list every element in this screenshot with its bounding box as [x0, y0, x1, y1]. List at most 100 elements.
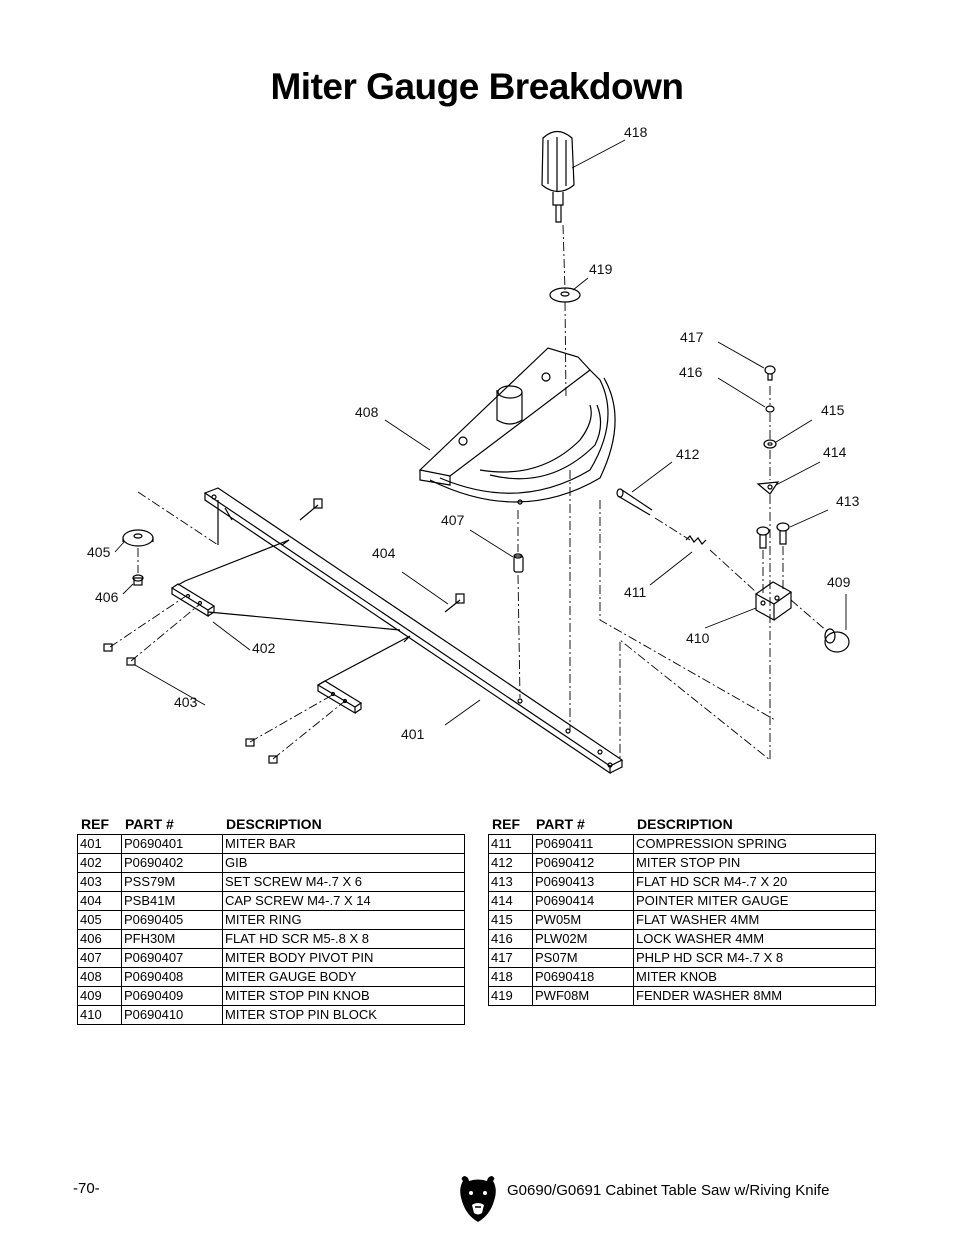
description-cell: FLAT HD SCR M4-.7 X 20: [633, 872, 876, 892]
part-number-cell: PSS79M: [121, 872, 223, 892]
part-number-cell: P0690401: [121, 834, 223, 854]
flat-head-screw-drawing: [756, 522, 790, 549]
part-number-cell: P0690418: [532, 967, 634, 987]
ref-cell: 402: [77, 853, 122, 873]
header-part: PART #: [536, 815, 585, 832]
description-cell: PHLP HD SCR M4-.7 X 8: [633, 948, 876, 968]
page-title: Miter Gauge Breakdown: [270, 66, 684, 107]
part-number-cell: PS07M: [532, 948, 634, 968]
ref-cell: 401: [77, 834, 122, 854]
header-description: DESCRIPTION: [637, 815, 733, 832]
callout-403: 403: [174, 694, 198, 710]
description-cell: SET SCREW M4-.7 X 6: [222, 872, 465, 892]
description-cell: MITER STOP PIN: [633, 853, 876, 873]
ref-cell: 404: [77, 891, 122, 911]
washer-drawing: [763, 405, 777, 449]
callout-404: 404: [372, 545, 396, 561]
part-number-cell: P0690411: [532, 834, 634, 854]
part-number-cell: PWF08M: [532, 986, 634, 1006]
pointer-drawing: [756, 481, 780, 495]
ref-cell: 405: [77, 910, 122, 930]
header-description: DESCRIPTION: [226, 815, 322, 832]
ref-cell: 417: [488, 948, 533, 968]
leader-lines: [114, 139, 847, 726]
ref-cell: 403: [77, 872, 122, 892]
fender-washer-drawing: [549, 287, 581, 303]
description-cell: CAP SCREW M4-.7 X 14: [222, 891, 465, 911]
part-number-cell: PFH30M: [121, 929, 223, 949]
callout-418: 418: [624, 124, 648, 140]
description-cell: MITER KNOB: [633, 967, 876, 987]
ref-cell: 418: [488, 967, 533, 987]
gib-drawing: [170, 539, 411, 715]
miter-knob-drawing: [541, 130, 575, 223]
miter-bar-drawing: [203, 487, 624, 775]
header-part: PART #: [125, 815, 174, 832]
ref-cell: 410: [77, 1005, 122, 1025]
part-number-cell: P0690407: [121, 948, 223, 968]
description-cell: COMPRESSION SPRING: [633, 834, 876, 854]
parts-table-header: REF PART # DESCRIPTION: [77, 813, 465, 834]
stop-pin-drawing: [616, 488, 653, 516]
callout-402: 402: [252, 640, 276, 656]
manual-title: G0690/G0691 Cabinet Table Saw w/Riving K…: [507, 1182, 830, 1199]
description-cell: MITER RING: [222, 910, 465, 930]
callout-409: 409: [827, 574, 851, 590]
description-cell: MITER STOP PIN KNOB: [222, 986, 465, 1006]
part-number-cell: PSB41M: [121, 891, 223, 911]
part-number-cell: PW05M: [532, 910, 634, 930]
stop-pin-block-drawing: [754, 581, 793, 622]
callout-413: 413: [836, 493, 860, 509]
callout-401: 401: [401, 726, 425, 742]
part-number-cell: P0690410: [121, 1005, 223, 1025]
header-ref: REF: [81, 815, 109, 832]
description-cell: POINTER MITER GAUGE: [633, 891, 876, 911]
callout-408: 408: [355, 404, 379, 420]
description-cell: FLAT HD SCR M5-.8 X 8: [222, 929, 465, 949]
callout-411: 411: [624, 584, 647, 600]
part-number-cell: P0690408: [121, 967, 223, 987]
header-ref: REF: [492, 815, 520, 832]
page-number: -70-: [73, 1180, 100, 1197]
ref-cell: 411: [488, 834, 533, 854]
callout-406: 406: [95, 589, 119, 605]
part-number-cell: P0690402: [121, 853, 223, 873]
callout-416: 416: [679, 364, 703, 380]
ref-cell: 406: [77, 929, 122, 949]
ref-cell: 408: [77, 967, 122, 987]
callout-407: 407: [441, 512, 465, 528]
ref-cell: 415: [488, 910, 533, 930]
cap-screw-drawing: [299, 498, 465, 613]
assembly-lines: [109, 224, 829, 761]
compression-spring-drawing: [685, 535, 707, 545]
part-number-cell: P0690405: [121, 910, 223, 930]
callout-417: 417: [680, 329, 704, 345]
part-number-cell: P0690413: [532, 872, 634, 892]
description-cell: MITER GAUGE BODY: [222, 967, 465, 987]
ref-cell: 413: [488, 872, 533, 892]
ref-cell: 419: [488, 986, 533, 1006]
description-cell: FENDER WASHER 8MM: [633, 986, 876, 1006]
ref-cell: 409: [77, 986, 122, 1006]
set-screw-drawing: [103, 643, 278, 764]
phillips-screw-drawing: [764, 365, 776, 381]
bear-logo-icon: [460, 1176, 496, 1222]
description-cell: MITER STOP PIN BLOCK: [222, 1005, 465, 1025]
miter-ring-drawing: [122, 529, 154, 586]
ref-cell: 412: [488, 853, 533, 873]
